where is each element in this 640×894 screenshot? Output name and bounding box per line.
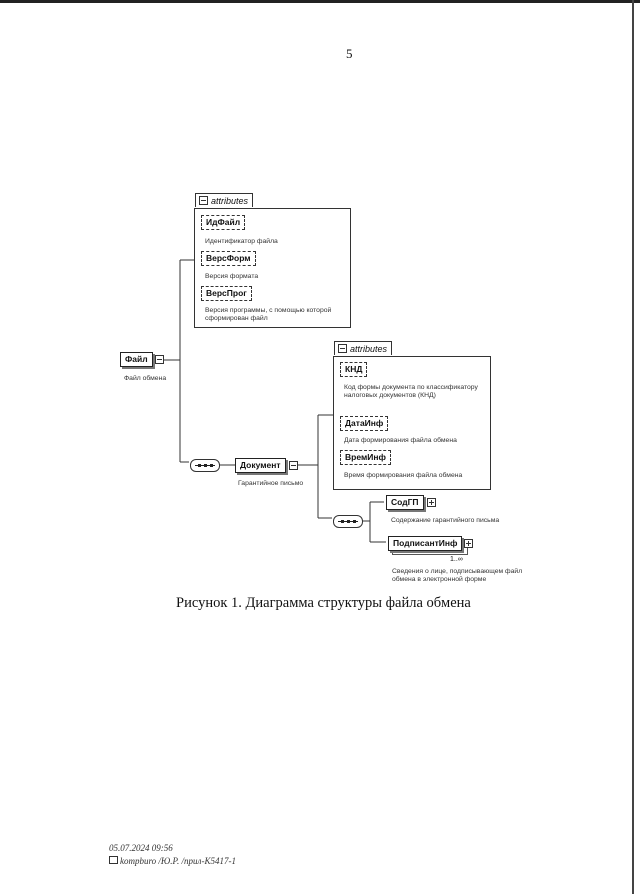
- collapse-icon[interactable]: [289, 461, 298, 470]
- attr-idfile-desc: Идентификатор файла: [205, 238, 278, 245]
- child-element-podpisantinf-desc: Сведения о лице, подписывающем файл обме…: [392, 568, 523, 583]
- sequence-icon: [190, 459, 220, 472]
- document-element[interactable]: Документ: [235, 458, 286, 473]
- document-element-desc: Гарантийное письмо: [238, 480, 304, 487]
- attr-knd[interactable]: КНД: [340, 362, 368, 377]
- attr-vreminf-desc: Время формирования файла обмена: [344, 472, 463, 479]
- attr-versform[interactable]: ВерсФорм: [201, 251, 256, 266]
- attr-datainf-desc: Дата формирования файла обмена: [344, 437, 457, 444]
- collapse-icon[interactable]: [199, 196, 208, 205]
- sequence-icon: [333, 515, 363, 528]
- document-attributes-box: КНД Код формы документа по классификатор…: [333, 356, 491, 490]
- occurrence-label: 1..∞: [450, 556, 463, 563]
- attributes-header[interactable]: attributes: [334, 341, 393, 355]
- attributes-header-label: attributes: [211, 196, 249, 206]
- root-element-desc: Файл обмена: [124, 375, 167, 382]
- expand-icon[interactable]: [464, 539, 473, 548]
- attr-versform-desc: Версия формата: [205, 273, 259, 280]
- figure-caption: Рисунок 1. Диаграмма структуры файла обм…: [176, 595, 471, 611]
- attr-datainf[interactable]: ДатаИнф: [340, 416, 389, 431]
- expand-icon[interactable]: [427, 498, 436, 507]
- child-element-podpisantinf[interactable]: ПодписантИнф: [388, 536, 463, 551]
- page-number: 5: [346, 46, 353, 61]
- page-edge: [632, 0, 634, 894]
- collapse-icon[interactable]: [155, 355, 164, 364]
- root-attributes-box: ИдФайл Идентификатор файла ВерсФорм Верс…: [194, 208, 351, 328]
- footer-datetime: 05.07.2024 09:56: [109, 843, 173, 853]
- root-element[interactable]: Файл: [120, 352, 153, 367]
- collapse-icon[interactable]: [338, 344, 347, 353]
- page-edge: [0, 0, 640, 3]
- attr-vreminf[interactable]: ВремИнф: [340, 450, 391, 465]
- attributes-header-label: attributes: [350, 344, 388, 354]
- child-element-sodgp[interactable]: СодГП: [386, 495, 424, 510]
- attr-versprog-desc: Версия программы, с помощью которой сфор…: [205, 307, 332, 322]
- attr-idfile[interactable]: ИдФайл: [201, 215, 246, 230]
- document-icon: [109, 856, 118, 864]
- attr-knd-desc: Код формы документа по классификатору на…: [344, 384, 478, 399]
- attr-versprog[interactable]: ВерсПрог: [201, 286, 252, 301]
- footer-source: kompburo /Ю.Р. /прил-К5417-1: [109, 856, 236, 866]
- child-element-sodgp-desc: Содержание гарантийного письма: [391, 517, 500, 524]
- footer-source-text: kompburo /Ю.Р. /прил-К5417-1: [120, 856, 236, 866]
- attributes-header[interactable]: attributes: [195, 193, 254, 207]
